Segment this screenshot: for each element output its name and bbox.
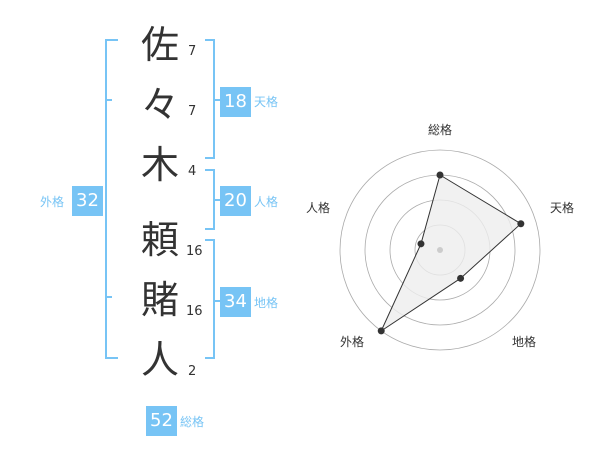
radar-axis-label-gaikaku: 外格 — [339, 335, 364, 349]
radar-point-1 — [517, 220, 525, 228]
radar-point-2 — [457, 274, 465, 282]
radar-series-polygon — [380, 174, 522, 333]
stroke-count-3: 4 — [188, 164, 197, 179]
chikaku-label: 地格 — [254, 296, 279, 310]
name-char-6: 人 — [140, 338, 179, 382]
stroke-count-4: 16 — [186, 244, 203, 259]
name-char-3: 木 — [140, 143, 179, 187]
gaikaku-bracket — [105, 39, 118, 359]
radar-axis-label-jinkaku: 人格 — [305, 201, 330, 215]
gaikaku-value-badge: 32 — [72, 186, 103, 216]
chikaku-bracket — [205, 239, 220, 359]
jinkaku-value-badge: 20 — [220, 186, 251, 216]
radar-point-4 — [417, 240, 425, 248]
radar-grid-ring — [339, 149, 541, 351]
radar-axis-label-tenkaku: 天格 — [549, 201, 574, 215]
stroke-count-2: 7 — [188, 104, 197, 119]
chikaku-value-badge: 34 — [220, 287, 251, 317]
name-char-5: 賭 — [140, 278, 179, 322]
tenkaku-value-badge: 18 — [220, 87, 251, 117]
stroke-count-5: 16 — [186, 304, 203, 319]
radar-point-0 — [436, 171, 444, 179]
stroke-count-6: 2 — [188, 364, 197, 379]
soukaku-label: 総格 — [180, 415, 205, 429]
name-char-1: 佐 — [140, 23, 179, 67]
stroke-count-1: 7 — [188, 44, 197, 59]
tenkaku-bracket — [205, 39, 220, 159]
radar-center-point — [437, 247, 443, 253]
radar-point-3 — [377, 327, 385, 335]
radar-axis-label-soukaku: 総格 — [427, 123, 452, 137]
soukaku-value-badge: 52 — [146, 406, 177, 436]
jinkaku-label: 人格 — [254, 195, 279, 209]
name-char-4: 頼 — [140, 218, 179, 262]
jinkaku-bracket — [205, 169, 220, 230]
gaikaku-label: 外格 — [40, 195, 65, 209]
tenkaku-label: 天格 — [254, 95, 279, 109]
name-char-2: 々 — [140, 83, 179, 127]
radar-axis-label-chikaku: 地格 — [511, 335, 536, 349]
